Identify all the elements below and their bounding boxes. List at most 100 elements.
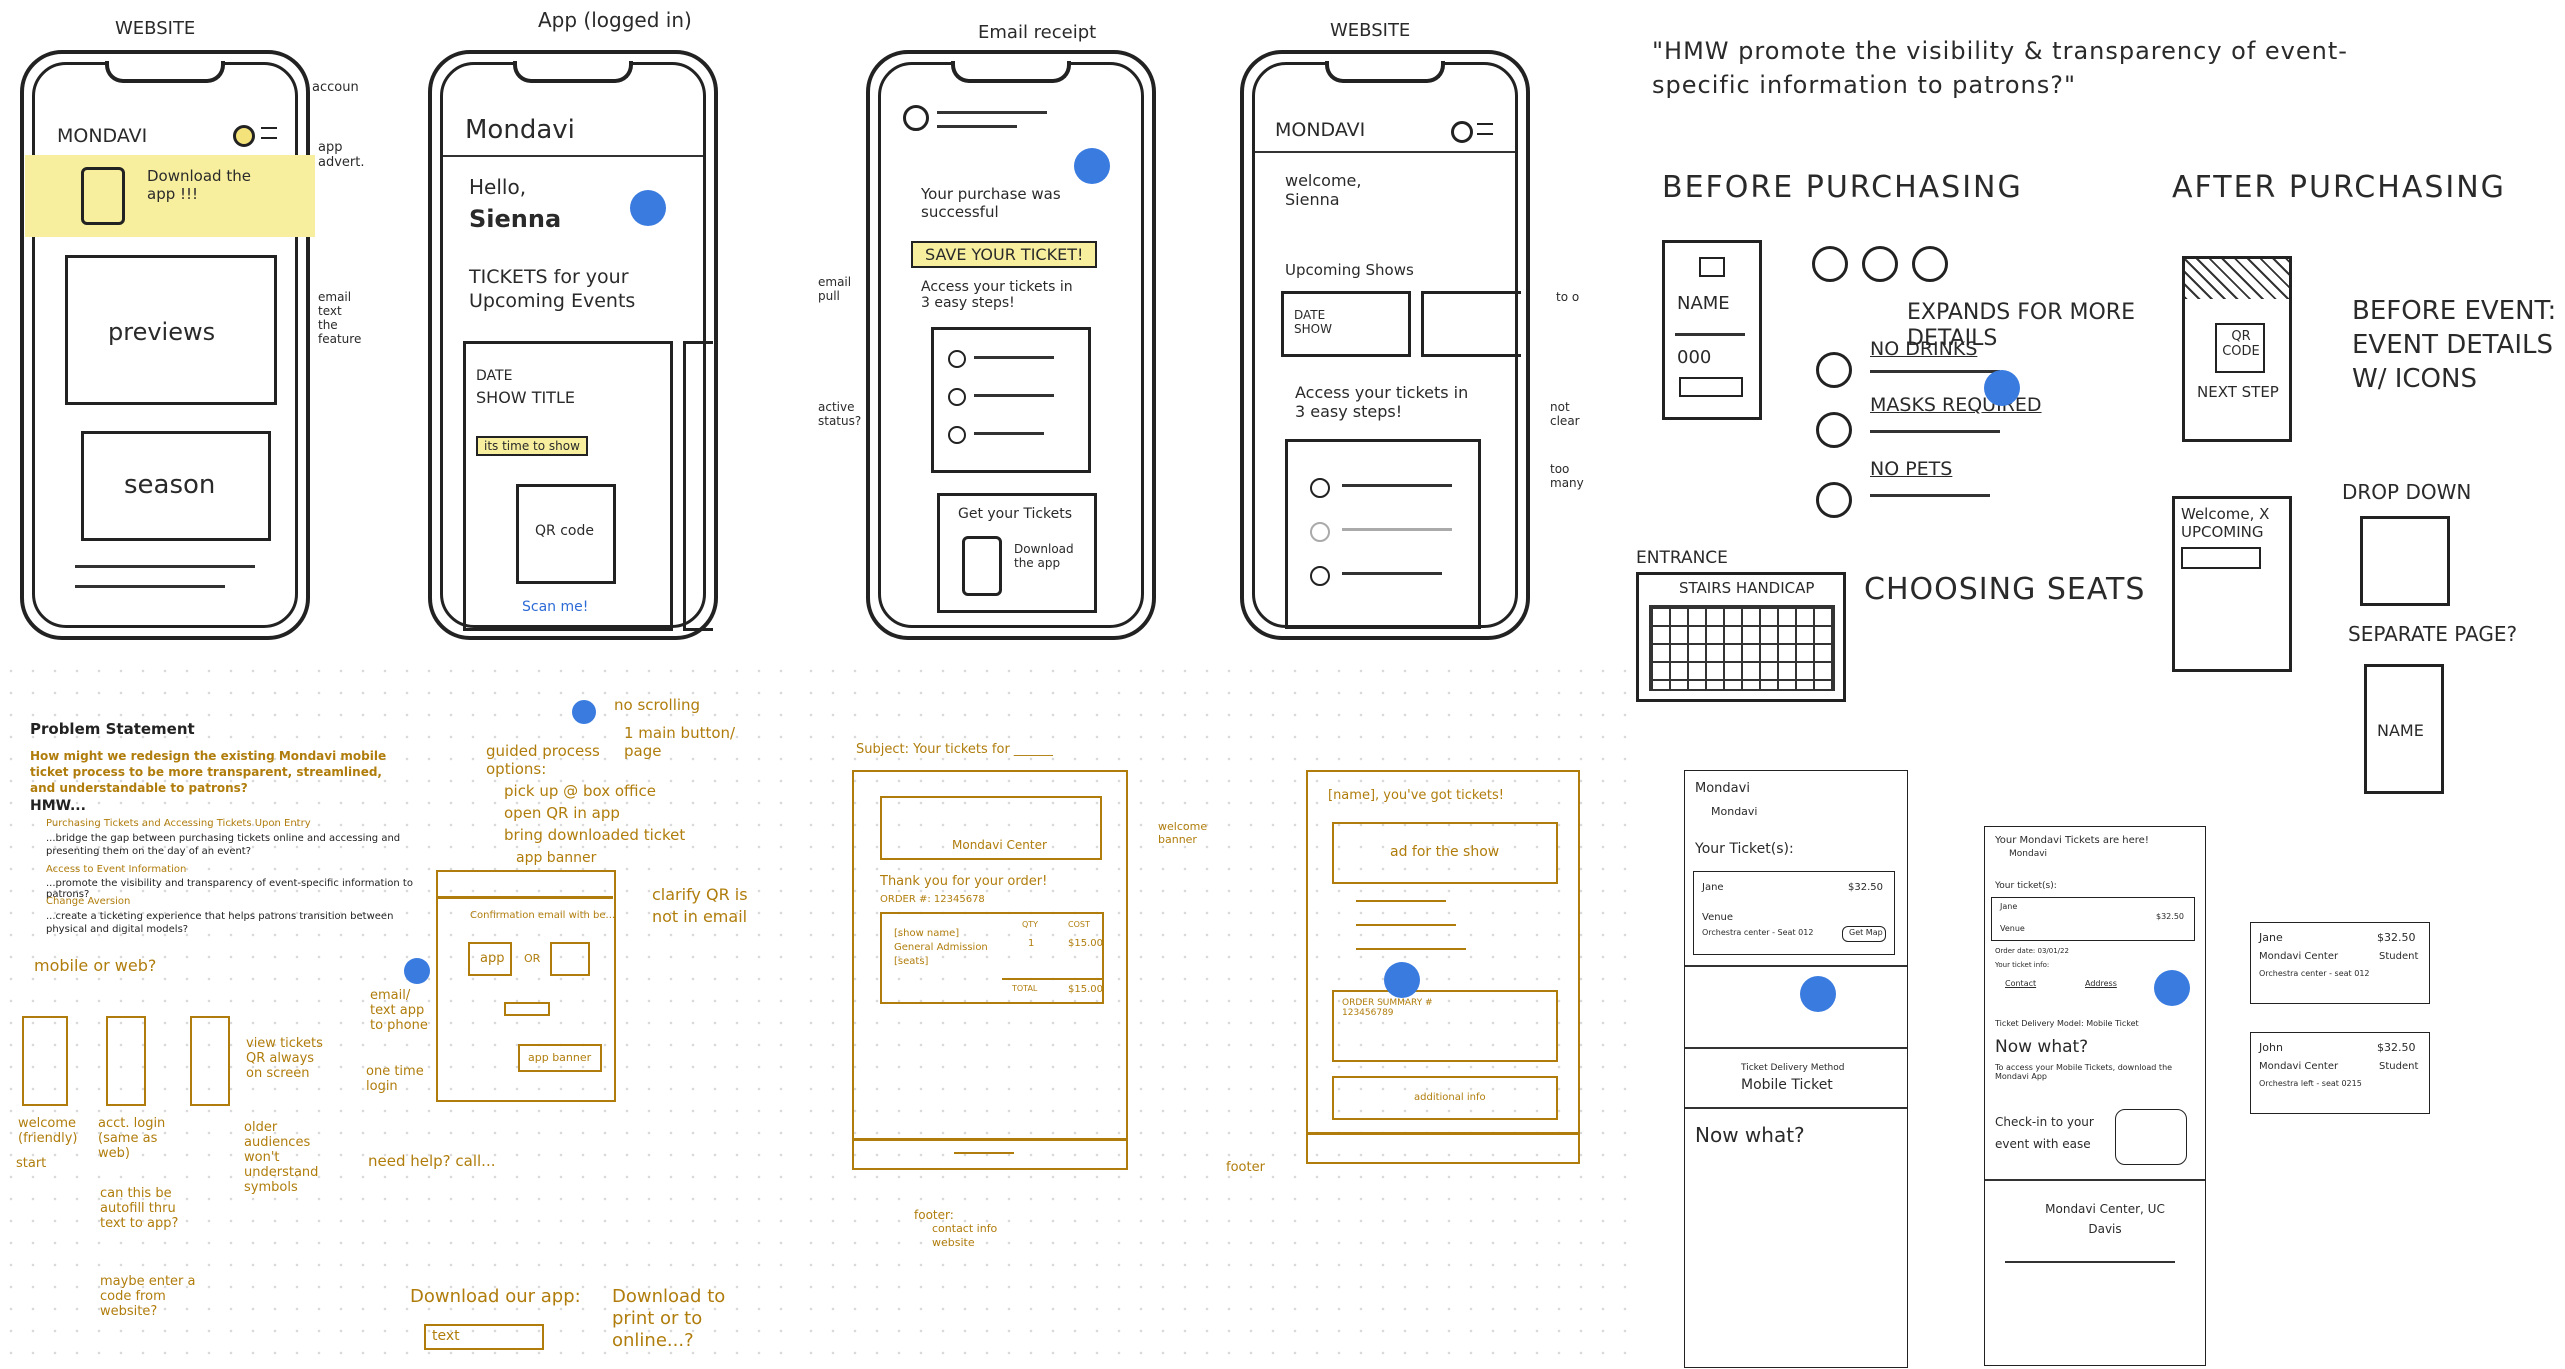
phone1-logo: MONDAVI bbox=[57, 125, 147, 147]
note-one-time-login: one time login bbox=[366, 1064, 426, 1094]
get-map-button[interactable]: Get Map bbox=[1842, 926, 1886, 942]
wire2-contact: Contact bbox=[2005, 979, 2036, 988]
wire2-address: Address bbox=[2085, 979, 2117, 988]
phone-screen: Your purchase was successful SAVE YOUR T… bbox=[878, 62, 1144, 628]
callout1-name: Jane bbox=[2259, 931, 2283, 944]
table-divider bbox=[1002, 978, 1102, 980]
separate-page-label: SEPARATE PAGE? bbox=[2348, 622, 2517, 646]
hmw-item-heading: Access to Event Information bbox=[46, 864, 186, 875]
card-line bbox=[1675, 333, 1745, 336]
email-header-line bbox=[937, 111, 1047, 114]
confirm-email-label: Confirmation email with be... bbox=[470, 910, 615, 921]
footer-divider bbox=[854, 1138, 1126, 1141]
flow-view-screen bbox=[190, 1016, 230, 1106]
rule-line bbox=[1870, 430, 2000, 433]
footer-item: website bbox=[932, 1236, 975, 1249]
welcome-upcoming-sketch: Welcome, X UPCOMING bbox=[2172, 496, 2292, 672]
label-email-receipt: Email receipt bbox=[978, 22, 1096, 43]
drinks-icon bbox=[1812, 246, 1848, 282]
wire2-from: Mondavi bbox=[2009, 849, 2047, 859]
banner-text: Download the app !!! bbox=[147, 167, 257, 203]
no-drinks-icon bbox=[1816, 352, 1852, 388]
flow-enter-code-label: maybe enter a code from website? bbox=[100, 1274, 210, 1319]
cursor-marker bbox=[2154, 970, 2190, 1006]
order-number: ORDER #: 12345678 bbox=[880, 894, 985, 905]
flow-start-label: start bbox=[16, 1156, 46, 1171]
email2-footer-note: footer bbox=[1226, 1160, 1265, 1175]
phone-sketch-email: Your purchase was successful SAVE YOUR T… bbox=[866, 50, 1156, 640]
app-banner-box: app banner bbox=[518, 1044, 602, 1072]
stairs-label: STAIRS HANDICAP bbox=[1679, 579, 1814, 597]
menu-icon bbox=[1477, 123, 1493, 135]
step-circle bbox=[1310, 522, 1330, 542]
problem-question: How might we redesign the existing Monda… bbox=[30, 748, 410, 796]
callout2-name: John bbox=[2259, 1041, 2283, 1054]
wire-divider bbox=[1985, 1179, 2205, 1181]
note-to: to o bbox=[1556, 290, 1579, 304]
phone-wireframe-1: Mondavi Mondavi Your Ticket(s): Jane $32… bbox=[1684, 770, 1908, 1368]
order-table: [show name] General Admission [seats] QT… bbox=[880, 912, 1104, 1004]
phone4-upcoming: Upcoming Shows bbox=[1285, 261, 1414, 279]
email-frame-2: [name], you've got tickets! ad for the s… bbox=[1306, 770, 1580, 1164]
ticket-callout-2: John $32.50 Mondavi Center Orchestra lef… bbox=[2250, 1032, 2430, 1114]
hmw-sketch-section: "HMW promote the visibility & transparen… bbox=[1612, 0, 2565, 810]
flow-older-label: older audiences won't understand symbols bbox=[244, 1120, 324, 1195]
thanks-label: Thank you for your order! bbox=[880, 874, 1047, 889]
hmw-item-heading: Purchasing Tickets and Accessing Tickets… bbox=[46, 818, 311, 829]
center-label: Mondavi Center bbox=[952, 838, 1047, 852]
phone-screen: Mondavi Hello, Sienna TICKETS for your U… bbox=[440, 62, 706, 628]
wire2-signoff: Mondavi Center, UC Davis bbox=[2045, 1199, 2165, 1239]
upcoming-row bbox=[2181, 547, 2261, 569]
hmw-item-body: ...bridge the gap between purchasing tic… bbox=[46, 832, 416, 858]
note-email-pull: email pull bbox=[818, 275, 858, 303]
qr-code-label: QR CODE bbox=[2221, 329, 2261, 359]
get-map-label: Get Map bbox=[1849, 928, 1883, 937]
card-button bbox=[1679, 377, 1743, 397]
hmw-label: HMW... bbox=[30, 798, 86, 814]
image-icon bbox=[1699, 257, 1725, 277]
delivery-value: Mobile Ticket bbox=[1741, 1077, 1833, 1093]
callout2-price: $32.50 bbox=[2377, 1041, 2416, 1054]
before-event-note: BEFORE EVENT: EVENT DETAILS W/ ICONS bbox=[2352, 294, 2562, 396]
cursor-marker bbox=[404, 958, 430, 984]
checkin-phone-image bbox=[2115, 1109, 2187, 1165]
phone-notch bbox=[513, 61, 633, 83]
pets-icon bbox=[1912, 246, 1948, 282]
cursor-marker bbox=[1074, 148, 1110, 184]
welcome-banner-box: Mondavi Center bbox=[880, 796, 1102, 860]
wire2-now-what: Now what? bbox=[1995, 1037, 2088, 1057]
app-banner-label: app banner bbox=[528, 1051, 591, 1064]
download-label: Download the app bbox=[1014, 542, 1084, 570]
note-no-scrolling: no scrolling bbox=[614, 696, 700, 714]
wire2-delivery: Ticket Delivery Model: Mobile Ticket bbox=[1995, 1019, 2139, 1028]
rule-line bbox=[1870, 494, 1990, 497]
wire2-venue: Venue bbox=[2000, 924, 2025, 933]
ticket-row-box: Jane $32.50 Venue Orchestra center - Sea… bbox=[1693, 871, 1895, 955]
callout1-seat: Orchestra center - seat 012 bbox=[2259, 969, 2370, 978]
divider-line bbox=[443, 155, 703, 157]
label-app-logged-in: App (logged in) bbox=[538, 8, 692, 32]
season-label: season bbox=[124, 470, 215, 500]
email-header-line bbox=[937, 125, 1017, 128]
note-too-many: too many bbox=[1550, 462, 1590, 490]
ticket-callout-1: Jane $32.50 Mondavi Center Orchestra cen… bbox=[2250, 922, 2430, 1004]
show-name: [show name] bbox=[894, 928, 959, 939]
wire2-your-info: Your ticket info: bbox=[1995, 961, 2049, 969]
phone-notch bbox=[951, 61, 1071, 83]
app-button-label: app bbox=[480, 951, 504, 966]
note-main-button: 1 main button/ page bbox=[624, 724, 764, 760]
wire2-order-date: Order date: 03/01/22 bbox=[1995, 947, 2069, 955]
wire1-brand: Mondavi bbox=[1695, 781, 1750, 796]
ad-label: ad for the show bbox=[1390, 844, 1499, 860]
app-button[interactable]: app bbox=[468, 942, 512, 976]
phone4-steps: Access your tickets in 3 easy steps! bbox=[1295, 383, 1475, 421]
sketch-phones-section: WEBSITE App (logged in) Email receipt WE… bbox=[0, 0, 1600, 660]
steps-card bbox=[931, 327, 1091, 473]
info-line bbox=[1356, 948, 1466, 950]
ticket-date: DATE bbox=[476, 368, 512, 384]
cursor-marker bbox=[1984, 370, 2020, 406]
phone-sketch-website-2: MONDAVI welcome, Sienna Upcoming Shows D… bbox=[1240, 50, 1530, 640]
phone2-logo: Mondavi bbox=[465, 115, 575, 145]
download-button[interactable] bbox=[550, 942, 590, 976]
phone2-greeting: Hello, bbox=[469, 175, 526, 199]
